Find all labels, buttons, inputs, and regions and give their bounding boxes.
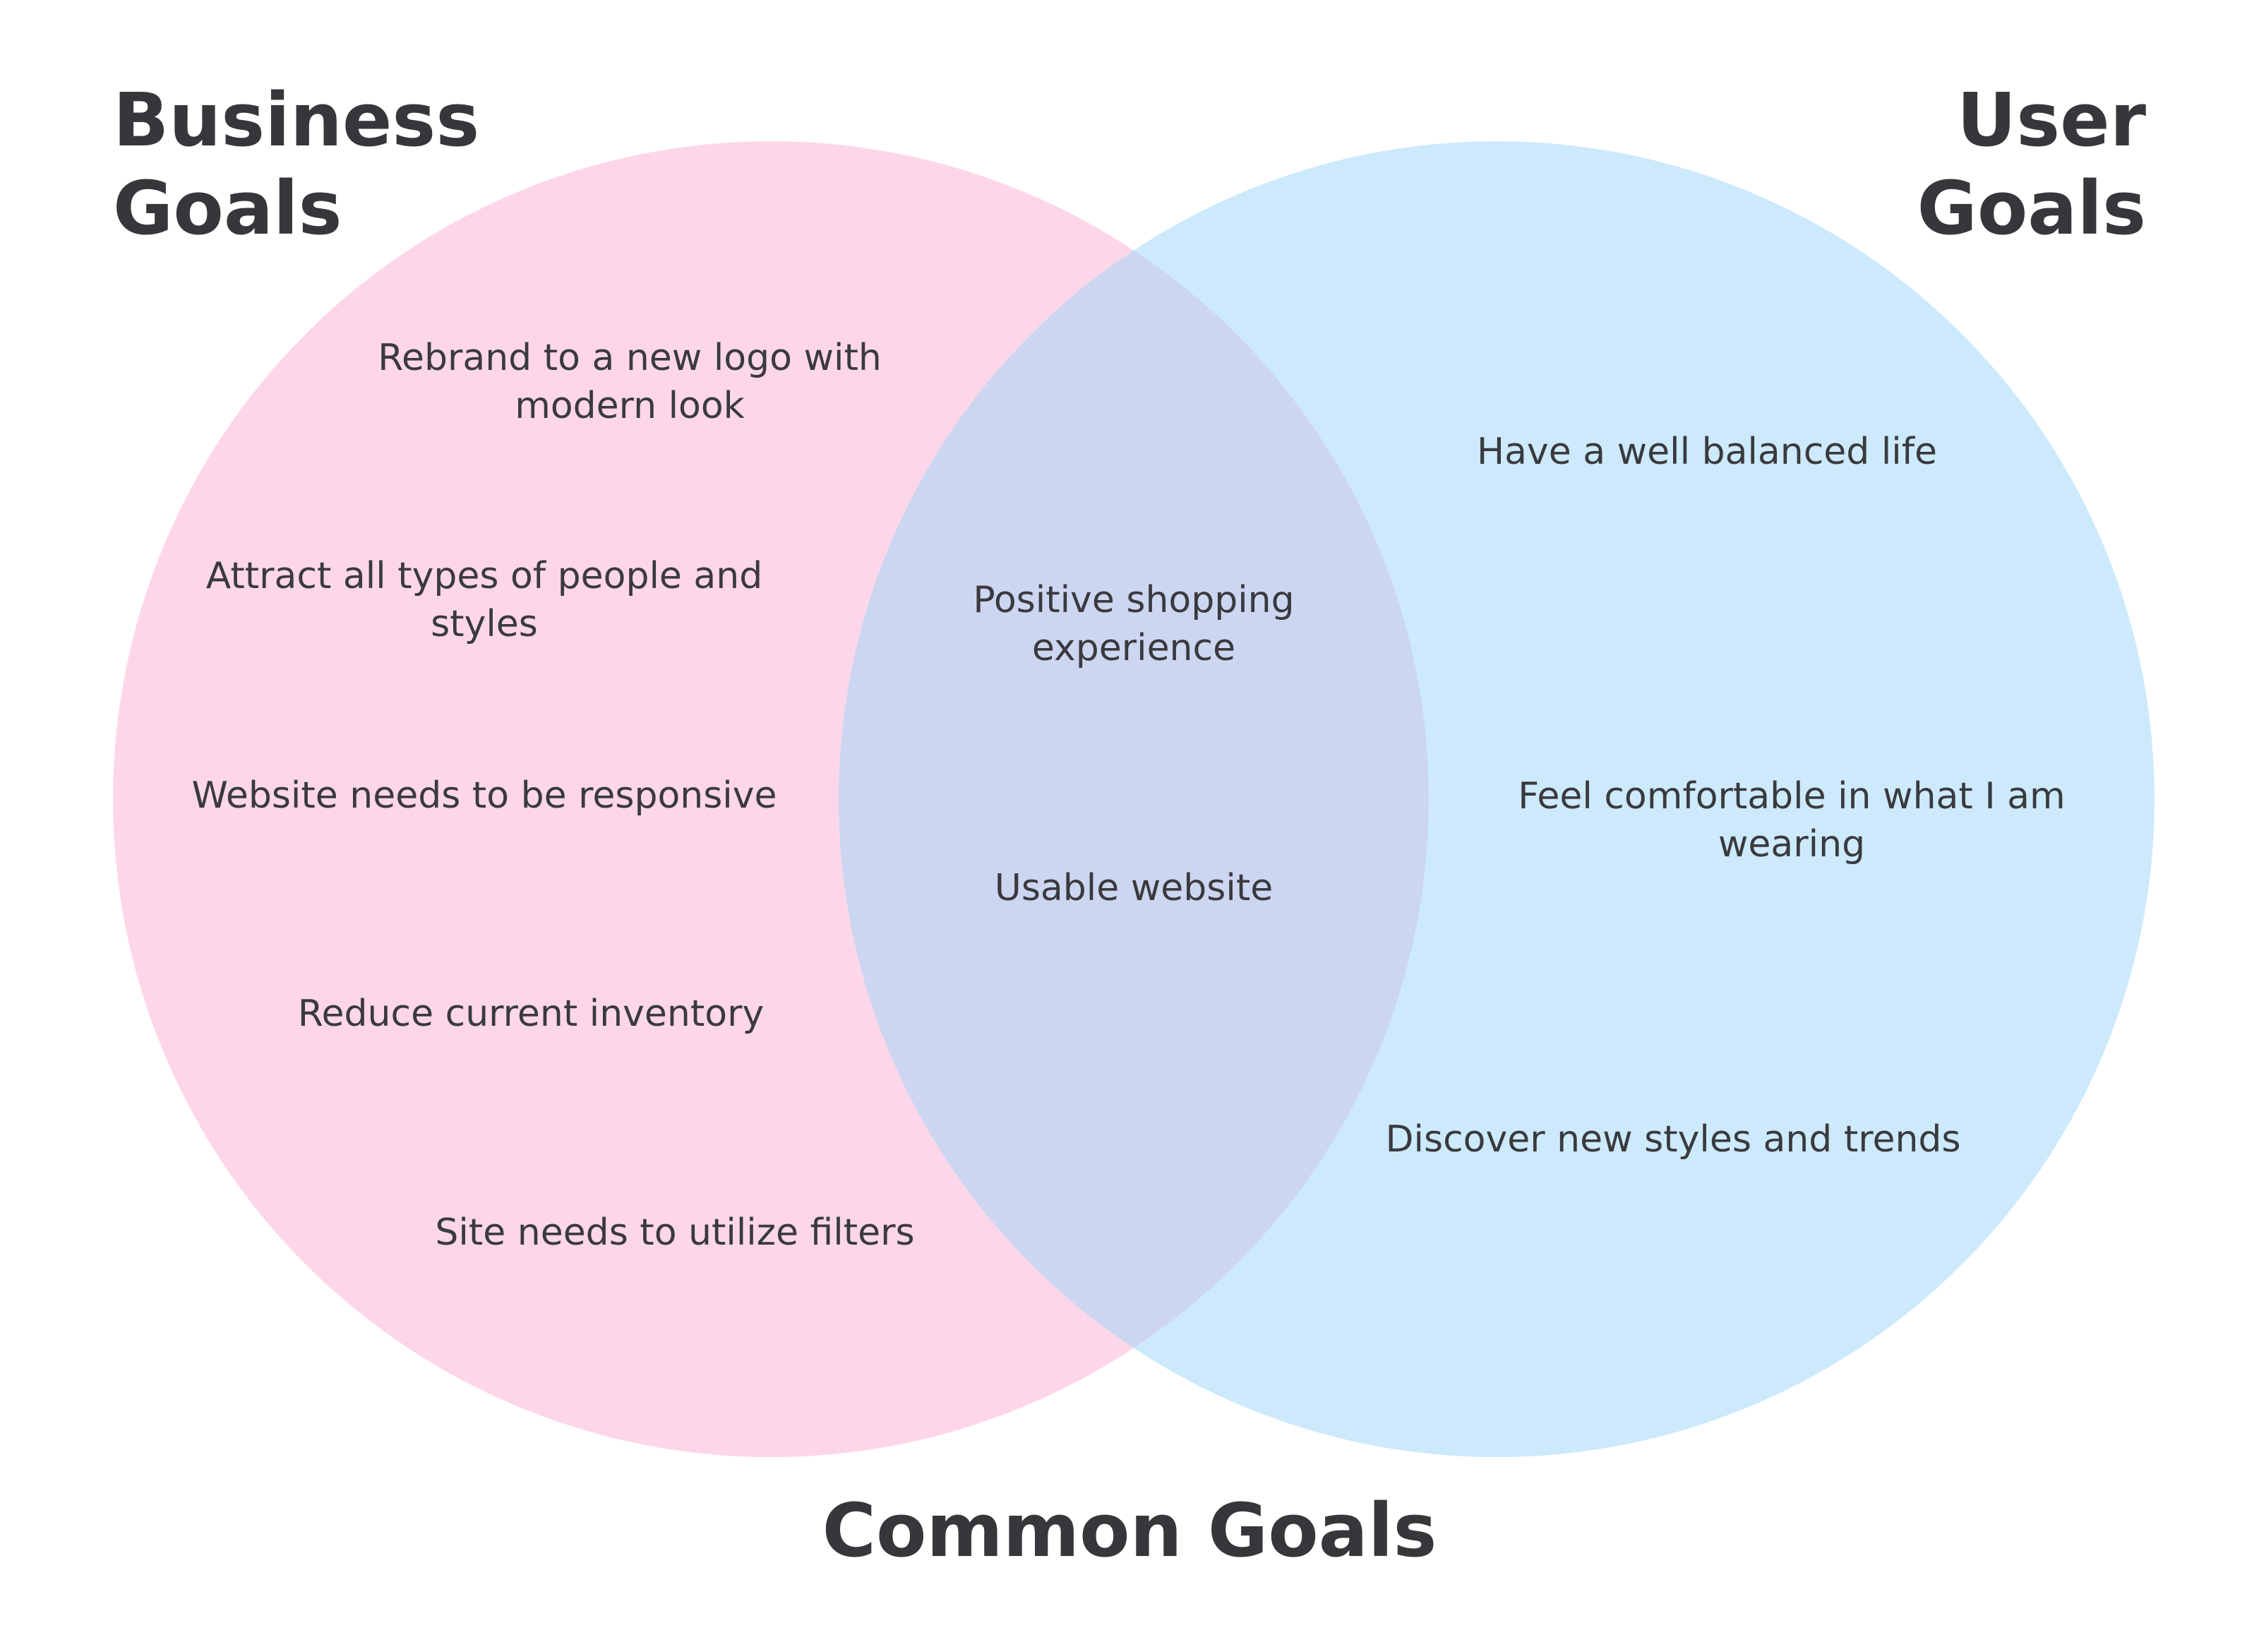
user-goals-heading: User Goals (1779, 76, 2146, 253)
business-goal-item: Site needs to utilize filters (435, 1211, 915, 1254)
user-goals-heading-line-2: Goals (1917, 164, 2146, 251)
user-goal-item: Have a well balanced life (1476, 431, 1938, 473)
user-goal-item: Discover new styles and trends (1385, 1118, 1961, 1161)
business-goals-heading: Business Goals (113, 76, 480, 253)
common-goal-item: Usable website (994, 867, 1274, 909)
business-goal-item: Reduce current inventory (297, 993, 765, 1035)
common-goal-item: Positive shopping experience (973, 579, 1295, 669)
user-goals-heading-line-1: User (1956, 77, 2146, 163)
business-goals-heading-line-1: Business (113, 77, 480, 163)
business-goal-item: Attract all types of people and styles (205, 555, 763, 645)
common-goals-overlap (839, 141, 1429, 1457)
business-goal-item: Website needs to be responsive (191, 774, 777, 817)
business-goals-heading-line-2: Goals (113, 164, 342, 251)
user-goal-item: Feel comfortable in what I am wearing (1518, 775, 2066, 866)
business-goal-item: Rebrand to a new logo with modern look (378, 337, 882, 427)
common-goals-heading: Common Goals (822, 1488, 1437, 1574)
